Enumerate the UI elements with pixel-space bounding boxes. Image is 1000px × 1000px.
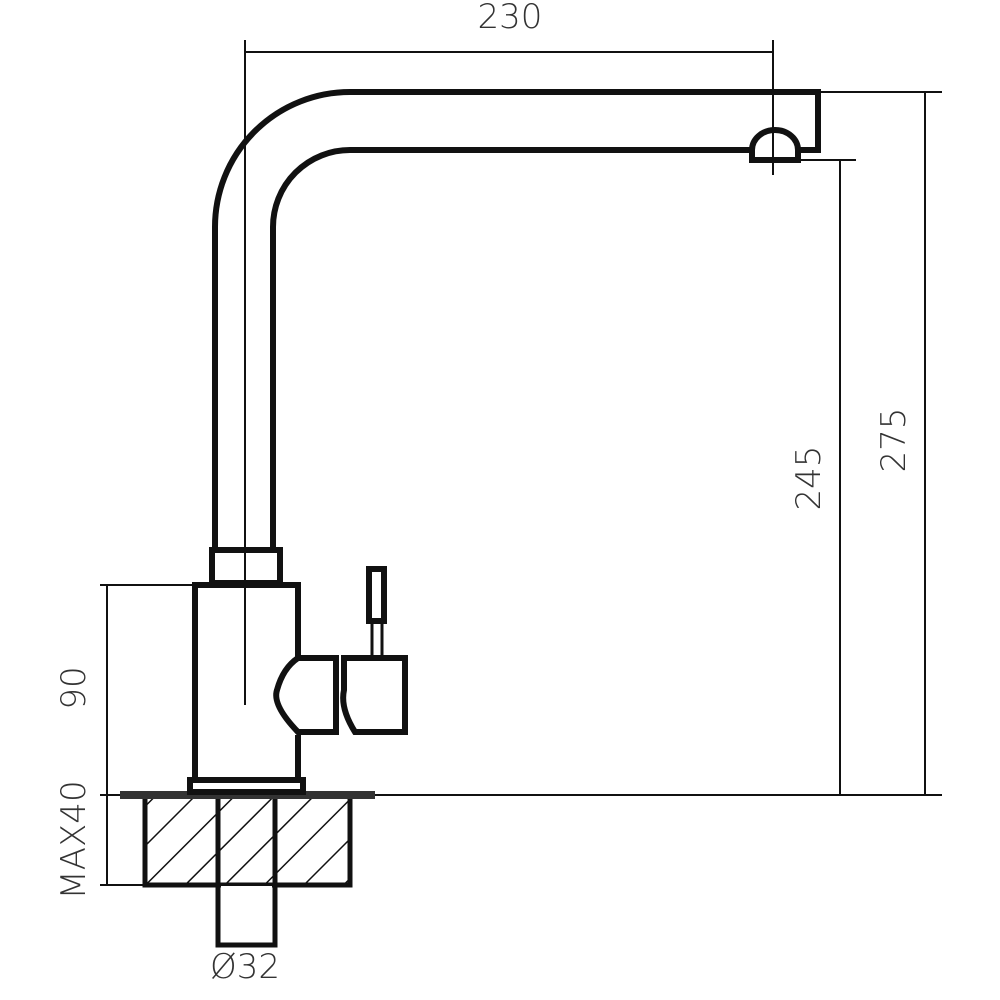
pipe-fill [221, 886, 272, 942]
handle-lever [366, 566, 387, 624]
handle-stem [370, 619, 384, 660]
spout [212, 89, 821, 550]
handle-cartridge [273, 655, 339, 735]
aerator-nozzle [749, 127, 801, 163]
dim-body-height: 90 [54, 666, 94, 709]
dim-max-countertop: MAX40 [54, 780, 94, 899]
faucet-body [192, 582, 301, 783]
dimension-lines [100, 40, 942, 886]
handle-lever-base [340, 655, 408, 735]
dim-spout-height: 245 [789, 446, 829, 511]
dim-spout-reach: 230 [478, 0, 543, 37]
dim-total-height: 275 [874, 408, 914, 473]
dim-hole-diameter: Ø32 [210, 947, 280, 987]
countertop-section [142, 792, 353, 888]
base-plate [187, 777, 306, 795]
